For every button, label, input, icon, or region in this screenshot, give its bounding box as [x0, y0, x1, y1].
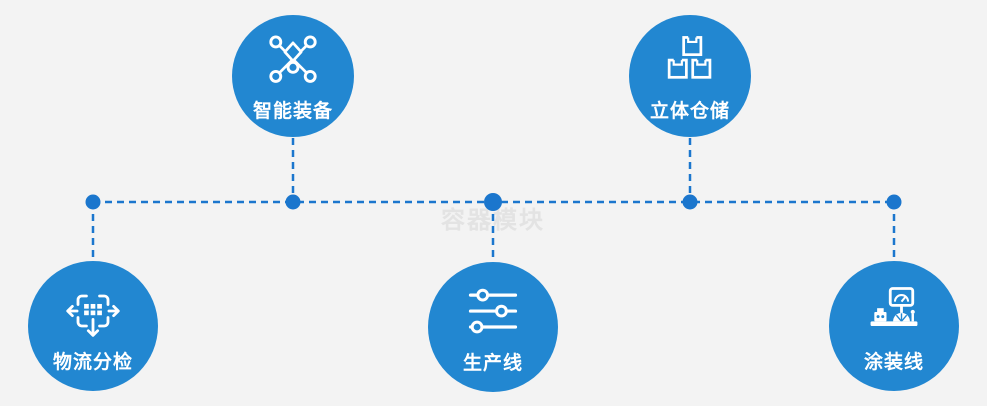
node-production-line[interactable]: 生产线	[428, 262, 558, 392]
node-label: 生产线	[462, 353, 523, 375]
node-warehouse[interactable]: 立体仓储	[629, 15, 751, 137]
network-nodes-icon	[264, 32, 322, 90]
node-logistics-sorting[interactable]: 物流分检	[28, 261, 158, 391]
node-label: 涂装线	[863, 352, 924, 374]
paint-station-icon	[864, 281, 924, 341]
node-label: 智能装备	[252, 101, 333, 123]
crosshair-sorting-icon	[63, 281, 123, 341]
sliders-icon	[463, 282, 523, 342]
node-label: 物流分检	[52, 352, 133, 374]
node-smart-equipment[interactable]: 智能装备	[232, 15, 354, 137]
node-painting-line[interactable]: 涂装线	[829, 261, 959, 391]
node-label: 立体仓储	[649, 101, 730, 123]
stacked-boxes-icon	[661, 32, 719, 90]
junction-dots	[85, 193, 902, 211]
